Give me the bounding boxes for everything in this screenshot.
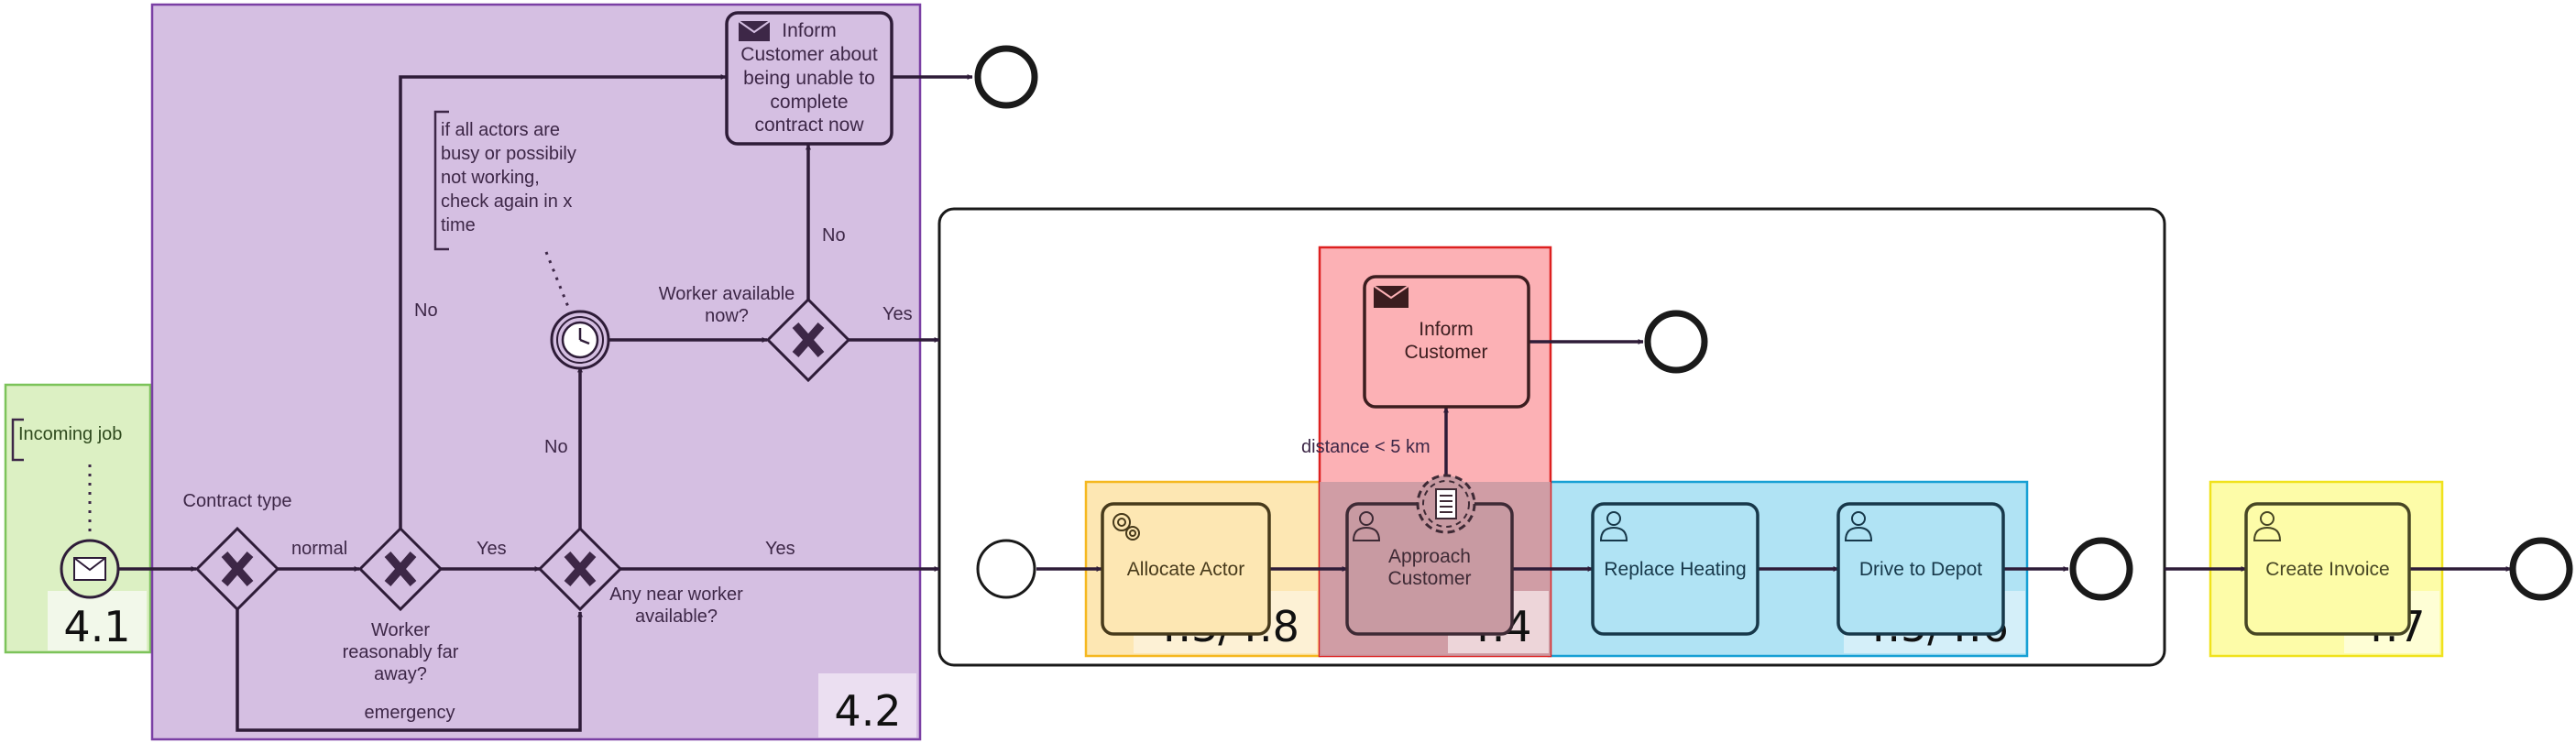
label-worker-far-1: Worker xyxy=(371,620,430,640)
annotation-retry-line-4: check again in x xyxy=(441,191,572,212)
gateway-worker-now[interactable] xyxy=(765,297,851,383)
label-emergency: emergency xyxy=(365,703,455,723)
label-yes-near: Yes xyxy=(765,539,795,559)
task-inform-customer-line-1: Inform xyxy=(1419,319,1474,340)
label-distance: distance < 5 km xyxy=(1301,437,1431,457)
user-icon xyxy=(1352,511,1381,541)
task-inform-unable-line-4: complete xyxy=(770,92,848,113)
task-inform-unable-line-5: contract now xyxy=(754,115,864,136)
label-worker-now-2: now? xyxy=(705,306,749,326)
end-event-inform-customer[interactable] xyxy=(1644,310,1708,374)
user-icon xyxy=(2253,511,2282,541)
user-icon xyxy=(1844,511,1873,541)
annotation-incoming-job: Incoming job xyxy=(18,424,122,444)
annotation-retry-line-2: busy or possibily xyxy=(441,144,576,164)
group-number-4-2: 4.2 xyxy=(834,686,901,736)
gateway-near-worker[interactable] xyxy=(537,526,623,612)
annotation-bracket-retry xyxy=(433,110,449,251)
label-yes-now: Yes xyxy=(882,304,913,324)
group-number-4-1: 4.1 xyxy=(63,602,130,651)
task-allocate-actor[interactable] xyxy=(1101,502,1271,636)
task-inform-unable[interactable] xyxy=(725,11,893,146)
annotation-retry-line-1: if all actors are xyxy=(441,120,560,140)
exclusive-x-icon xyxy=(384,552,417,586)
timer-event[interactable] xyxy=(550,310,610,370)
exclusive-x-icon xyxy=(564,552,597,586)
label-worker-far-2: reasonably far xyxy=(343,642,459,662)
task-allocate-actor-label: Allocate Actor xyxy=(1127,559,1244,580)
gear-icon xyxy=(1113,513,1140,541)
task-inform-customer-line-2: Customer xyxy=(1404,342,1487,363)
document-icon xyxy=(1435,488,1457,519)
envelope-icon xyxy=(1373,285,1409,308)
task-inform-unable-line-2: Customer about xyxy=(740,44,878,65)
flow-emergency xyxy=(236,609,583,732)
task-create-invoice-label: Create Invoice xyxy=(2265,559,2389,580)
label-worker-now-1: Worker available xyxy=(659,284,795,304)
label-worker-far-3: away? xyxy=(374,664,427,684)
exclusive-x-icon xyxy=(792,322,825,357)
task-inform-customer[interactable] xyxy=(1363,275,1530,409)
annotation-retry-line-3: not working, xyxy=(441,168,540,188)
task-drive-to-depot[interactable] xyxy=(1836,502,2005,636)
task-replace-heating[interactable] xyxy=(1591,502,1759,636)
gateway-worker-far[interactable] xyxy=(357,526,444,612)
task-approach-customer-line-2: Customer xyxy=(1387,568,1471,589)
label-no-far: No xyxy=(414,300,438,321)
badge-bg-4-1 xyxy=(48,591,147,650)
end-event-subprocess[interactable] xyxy=(2069,537,2133,601)
label-normal: normal xyxy=(291,539,347,559)
annotation-link-retry xyxy=(544,251,570,308)
label-contract-type: Contract type xyxy=(183,491,292,511)
envelope-icon xyxy=(738,20,771,41)
task-approach-customer-line-1: Approach xyxy=(1388,546,1471,567)
label-no-near: No xyxy=(544,437,568,457)
label-near-worker-1: Any near worker xyxy=(609,585,743,605)
task-inform-unable-line-3: being unable to xyxy=(743,68,875,89)
exclusive-x-icon xyxy=(221,552,254,586)
task-create-invoice[interactable] xyxy=(2244,502,2411,636)
task-drive-to-depot-label: Drive to Depot xyxy=(1859,559,1982,580)
start-event-incoming-job[interactable] xyxy=(60,539,120,599)
task-replace-heating-label: Replace Heating xyxy=(1604,559,1746,580)
gateway-contract-type[interactable] xyxy=(194,526,280,612)
end-event-unable[interactable] xyxy=(974,45,1038,109)
subprocess-start-event[interactable] xyxy=(976,539,1036,599)
label-no-now: No xyxy=(822,225,846,246)
annotation-retry-line-5: time xyxy=(441,215,476,235)
user-icon xyxy=(1599,511,1628,541)
label-near-worker-2: available? xyxy=(635,606,718,627)
end-event-invoice[interactable] xyxy=(2509,537,2573,601)
clock-icon xyxy=(561,321,599,359)
task-inform-unable-line-1: Inform xyxy=(782,20,837,41)
label-yes-far: Yes xyxy=(477,539,507,559)
envelope-icon xyxy=(73,557,106,581)
conditional-boundary-event[interactable] xyxy=(1416,474,1476,534)
flow-no-far xyxy=(399,74,727,529)
badge-bg-4-2 xyxy=(818,673,916,738)
annotation-bracket-incoming xyxy=(11,418,24,462)
